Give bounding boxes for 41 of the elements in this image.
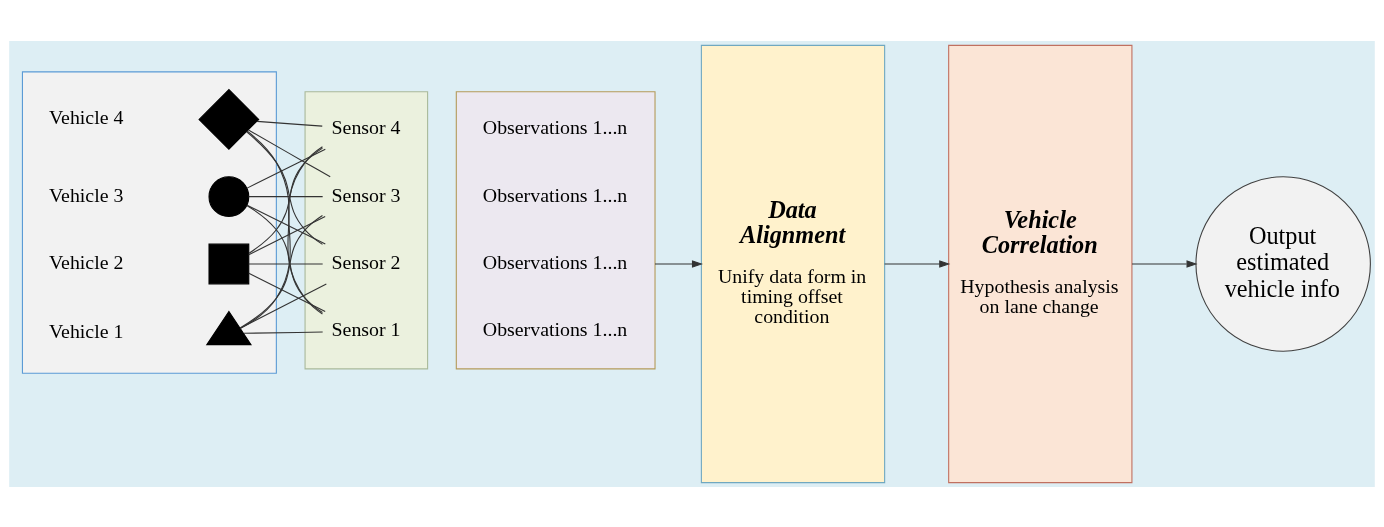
node-text: Sensor 1 (331, 317, 401, 340)
node-square (208, 243, 250, 284)
node-box: Data Alignment Unify data form in timing offset condition (700, 44, 886, 483)
cluster (455, 90, 656, 369)
connector (247, 128, 331, 177)
connector (246, 130, 324, 245)
node-triangle (205, 309, 252, 345)
node-text: Observations 1...n (482, 317, 628, 340)
arrow (654, 259, 703, 268)
connector (248, 272, 326, 312)
connector (246, 204, 323, 313)
connector (240, 145, 323, 329)
node-text: Vehicle 4 (48, 105, 124, 128)
node-text: Sensor 2 (331, 250, 401, 273)
node-text: Observations 1...n (482, 250, 628, 273)
node-box: Vehicle Correlation Hypothesis analysis on lane change (948, 44, 1133, 483)
cluster (304, 90, 429, 369)
connector (246, 148, 326, 189)
node-text: Observations 1...n (482, 183, 628, 206)
arrow (1131, 259, 1198, 268)
connector (239, 282, 327, 329)
connector (239, 214, 323, 329)
connector (246, 204, 326, 245)
node-text: Vehicle 2 (48, 250, 124, 273)
arrow (884, 259, 951, 268)
node-text: Observations 1...n (482, 115, 628, 138)
connector (256, 120, 323, 127)
node-text: Sensor 4 (331, 115, 401, 138)
connector (243, 331, 324, 334)
node-text: Vehicle 3 (48, 183, 124, 206)
connector (248, 147, 324, 254)
connector (248, 215, 326, 255)
connector (248, 262, 324, 265)
node-text: Vehicle 1 (48, 319, 124, 342)
connector (248, 195, 324, 197)
node-circle: Output estimated vehicle info (1195, 175, 1371, 352)
cluster (21, 70, 277, 374)
node-text: Sensor 3 (331, 183, 401, 206)
connector (246, 129, 323, 314)
node-circle (208, 175, 250, 217)
node-diamond (198, 88, 260, 150)
